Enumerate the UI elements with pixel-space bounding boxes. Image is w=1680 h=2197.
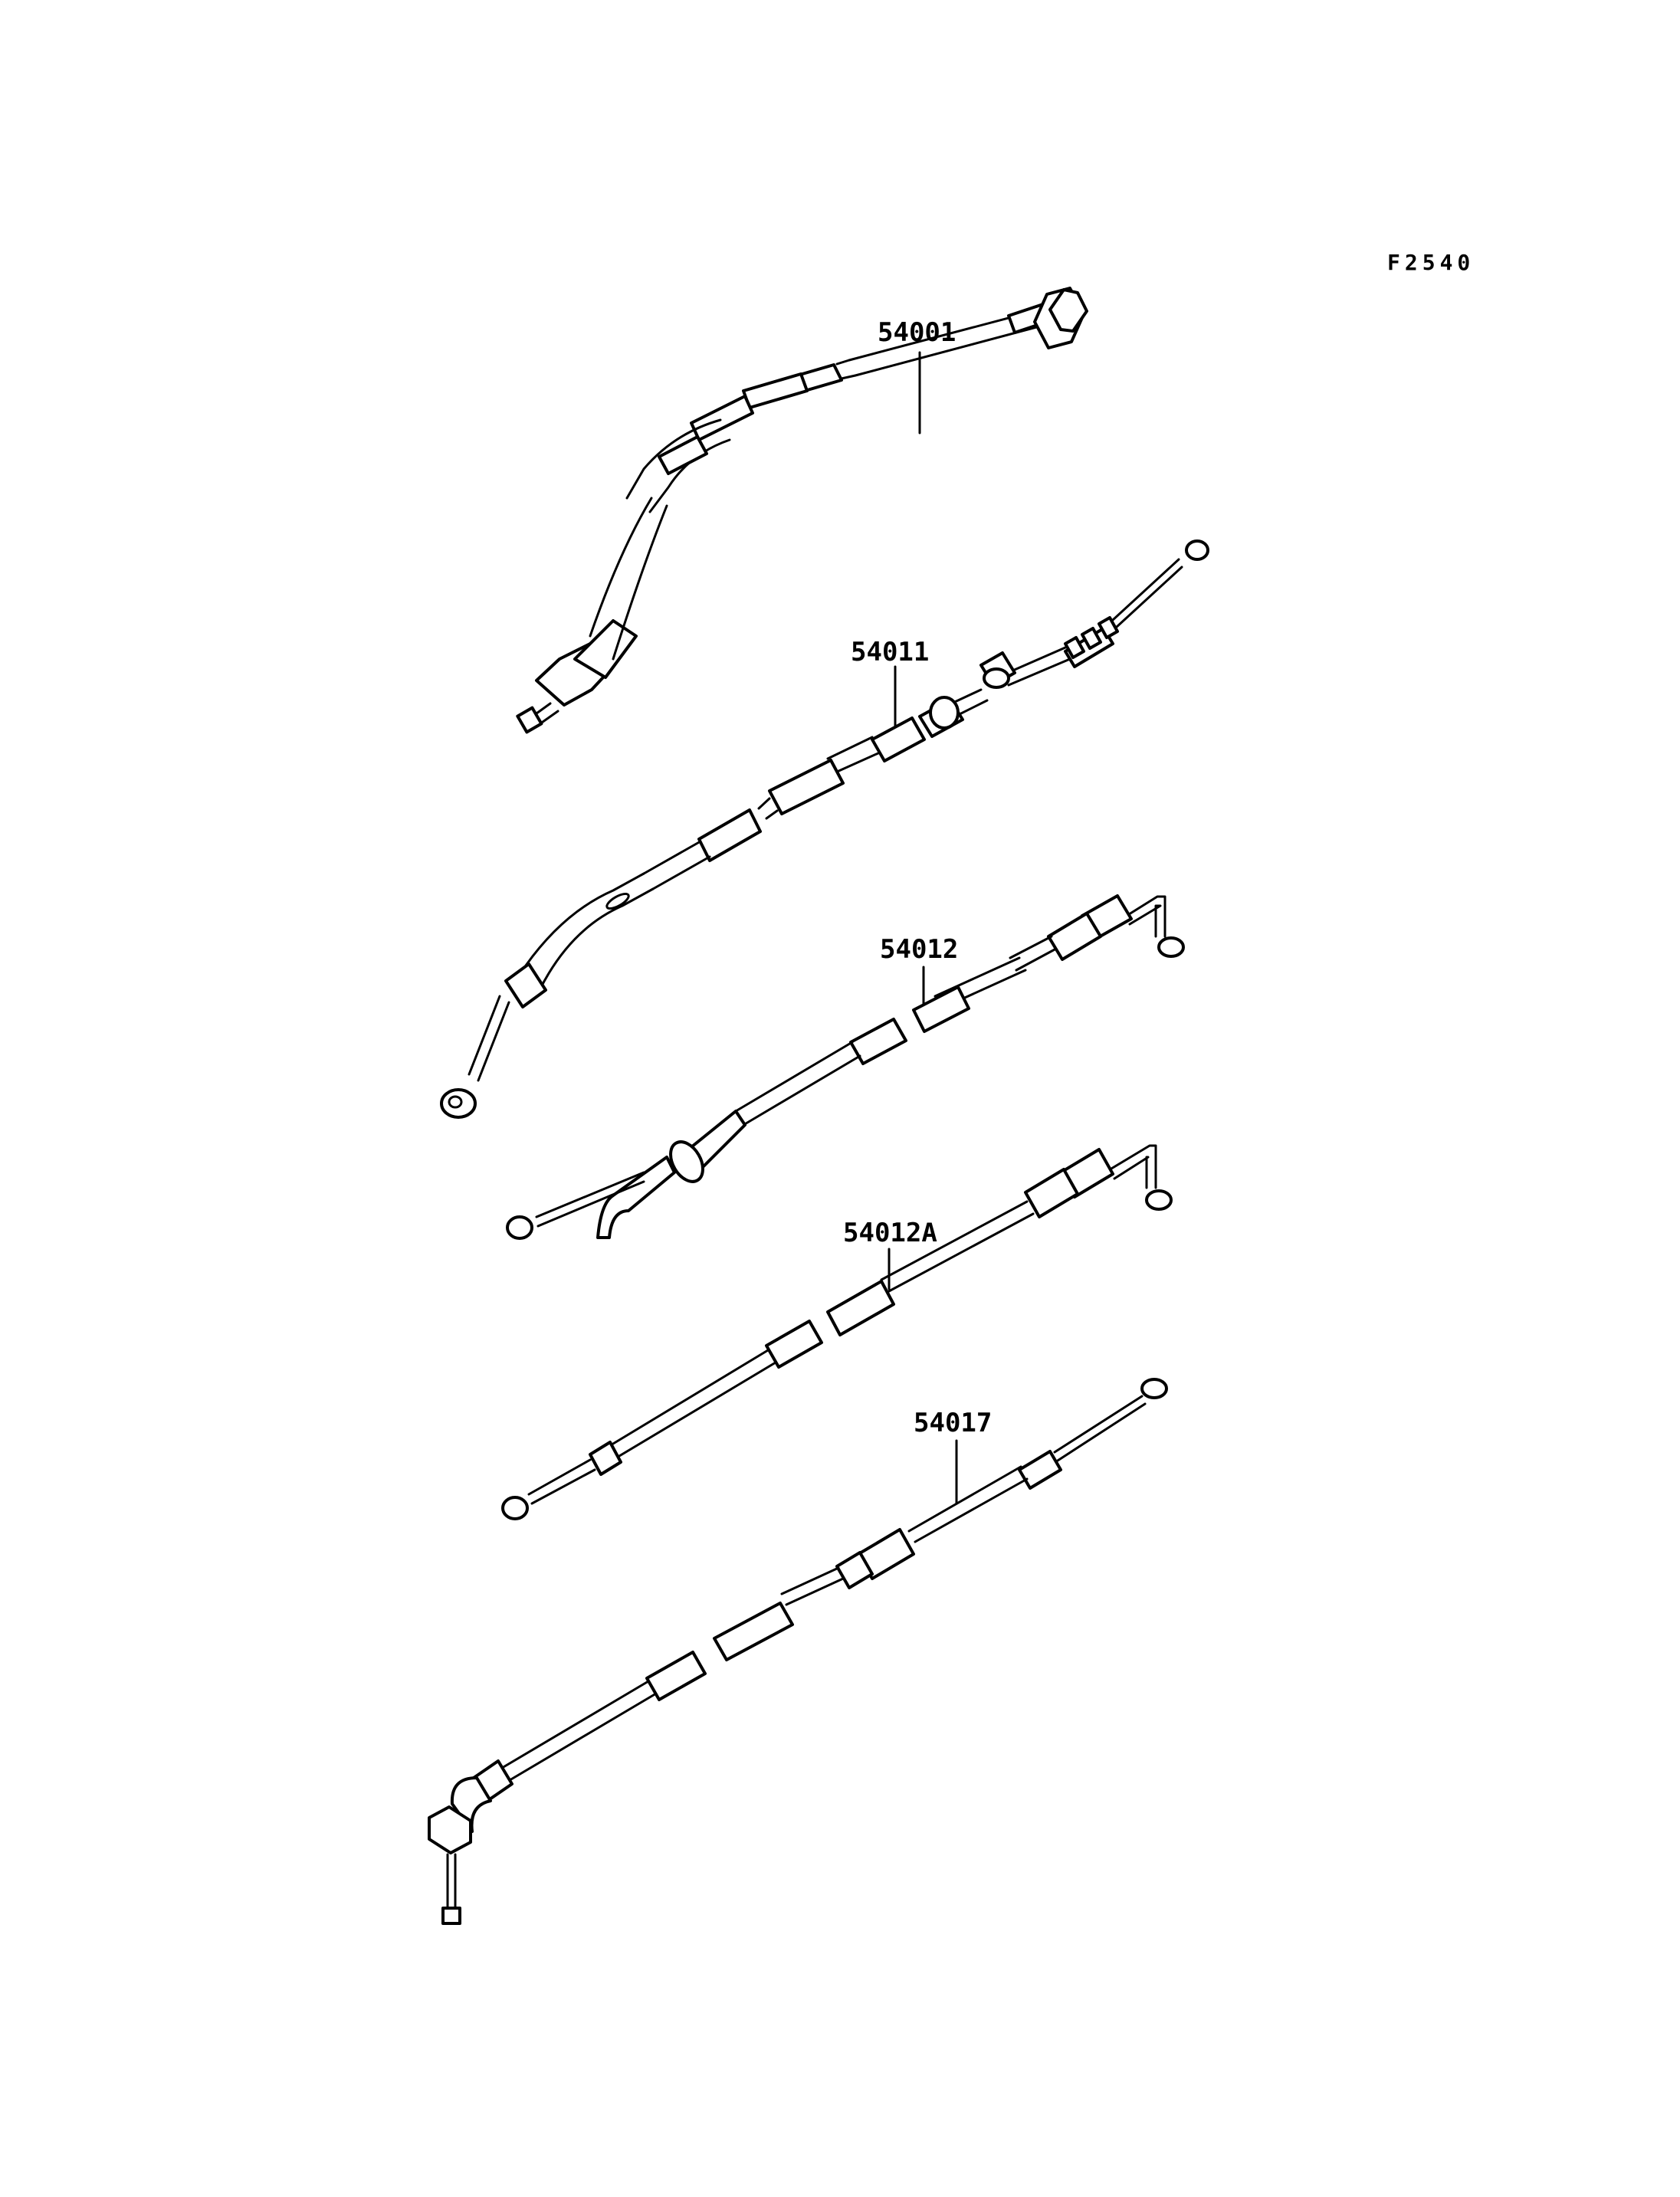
part-label-54017: 54017 bbox=[914, 1408, 992, 1438]
part-label-54012A: 54012A bbox=[843, 1218, 937, 1248]
speedometer-cable[interactable]: 54001 bbox=[516, 287, 1088, 734]
clutch-cable[interactable]: 54011 bbox=[440, 539, 1209, 1119]
part-label-54012: 54012 bbox=[880, 934, 958, 965]
part-label-54011: 54011 bbox=[851, 637, 929, 667]
throttle-cable-open[interactable]: 54012 bbox=[506, 894, 1185, 1240]
figure-code: F2540 bbox=[1387, 250, 1475, 275]
choke-cable[interactable]: 54017 bbox=[428, 1378, 1168, 1925]
throttle-cable-close[interactable]: 54012A bbox=[501, 1144, 1173, 1520]
